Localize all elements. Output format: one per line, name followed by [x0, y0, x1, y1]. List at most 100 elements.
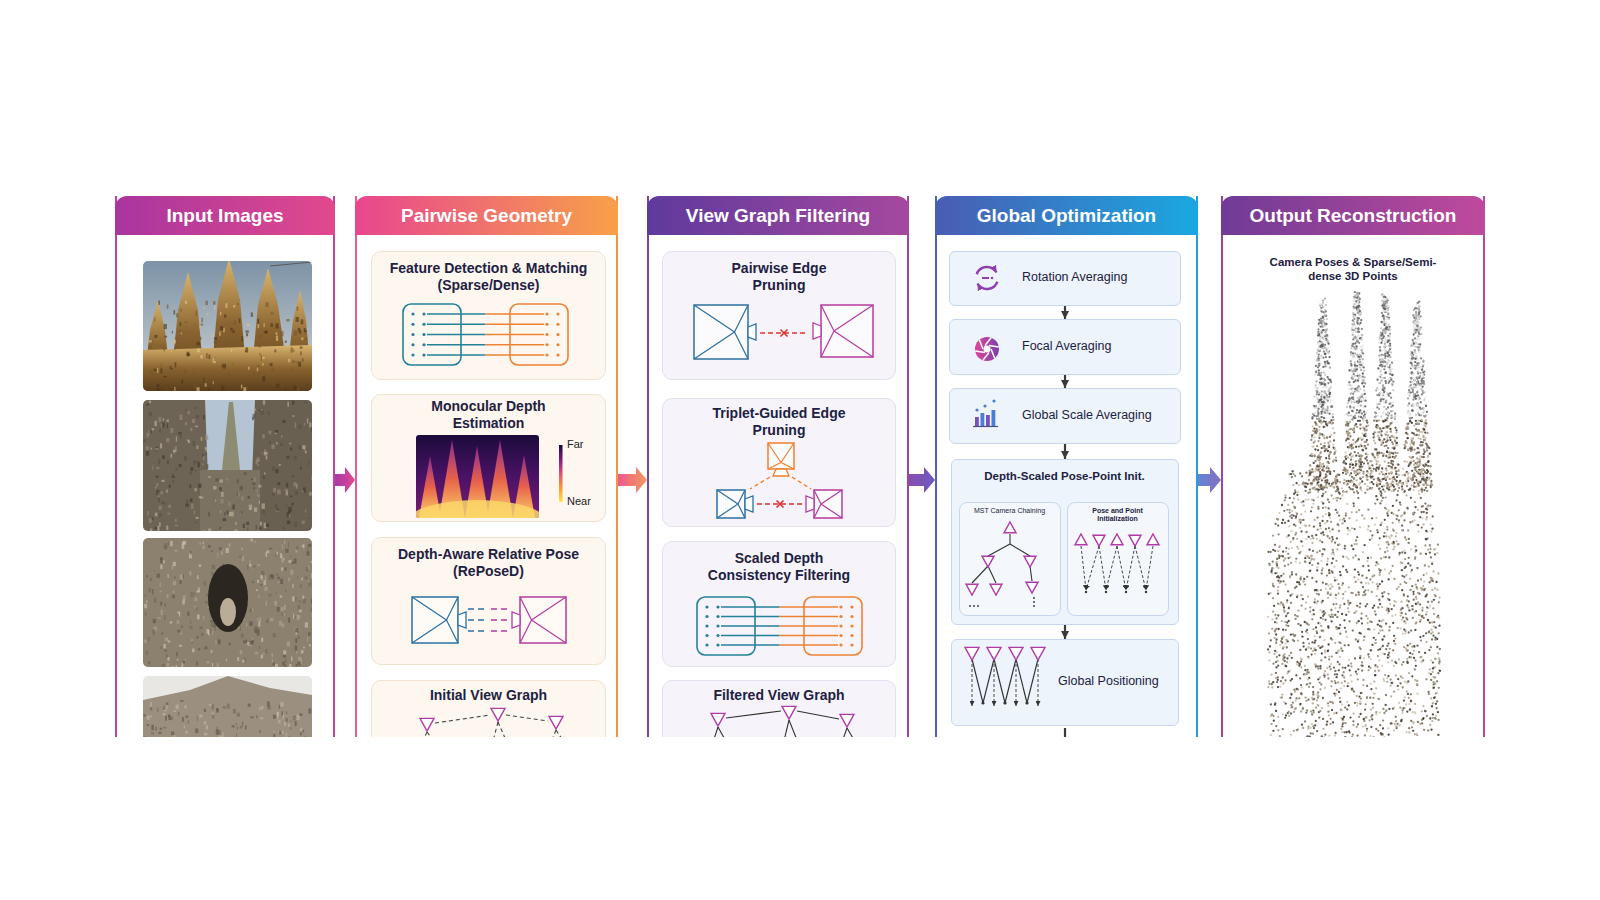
cloud-point — [1313, 462, 1315, 464]
flow-arrow-tail — [1064, 728, 1066, 737]
cloud-point — [1353, 416, 1355, 418]
photo-texture — [297, 307, 299, 312]
cloud-point — [1347, 402, 1349, 404]
cloud-point — [1320, 345, 1322, 347]
photo-texture — [260, 575, 262, 578]
cloud-point — [1324, 353, 1326, 355]
cloud-point — [1318, 359, 1320, 361]
cloud-point — [1317, 413, 1319, 415]
photo-texture — [164, 727, 167, 729]
cloud-point — [1332, 416, 1334, 418]
photo-texture — [287, 456, 290, 459]
cloud-point — [1352, 488, 1354, 490]
photo-texture — [256, 459, 258, 464]
photo-texture — [289, 664, 292, 667]
photo-texture — [290, 448, 292, 450]
photo-texture — [180, 309, 182, 312]
photo-texture — [232, 330, 235, 333]
photo-texture — [212, 715, 214, 719]
cloud-point — [1325, 448, 1327, 450]
cloud-point — [1318, 454, 1320, 456]
cloud-point — [1316, 352, 1318, 354]
photo-texture — [185, 301, 187, 305]
cloud-point — [1334, 479, 1336, 481]
continuation-dot — [969, 605, 971, 607]
photo-texture — [246, 333, 248, 336]
photo-texture — [193, 470, 196, 472]
photo-texture — [184, 370, 187, 374]
photo-texture — [288, 723, 290, 726]
cloud-point — [1359, 354, 1361, 356]
cloud-point — [1356, 479, 1358, 481]
cloud-point — [1347, 423, 1349, 425]
cloud-point — [1354, 297, 1356, 299]
step-label: MST Camera Chaining — [962, 507, 1058, 516]
cloud-point — [1350, 388, 1352, 390]
match-line — [780, 635, 839, 636]
photo-texture — [259, 501, 260, 504]
photo-texture — [285, 590, 286, 592]
cloud-point — [1357, 379, 1359, 381]
cloud-point — [1318, 393, 1320, 395]
photo-texture — [205, 646, 208, 649]
cloud-point — [1336, 486, 1338, 488]
photo-texture — [265, 587, 268, 591]
position-point — [1025, 701, 1028, 704]
camera-rays — [694, 305, 748, 359]
cloud-point — [1347, 433, 1349, 435]
photo-texture — [219, 584, 220, 588]
cloud-point — [1323, 470, 1325, 472]
camera-face — [821, 305, 873, 357]
photo-texture — [206, 464, 208, 469]
photo-texture — [288, 542, 289, 547]
cloud-point — [1318, 419, 1320, 421]
photo-texture — [250, 539, 252, 542]
photo-texture — [163, 710, 167, 712]
photo-texture — [157, 526, 159, 531]
photo-texture — [165, 638, 168, 641]
cloud-point — [1316, 379, 1318, 381]
cloud-point — [1319, 475, 1321, 477]
photo-texture — [296, 484, 297, 489]
cloud-point — [1363, 389, 1365, 391]
cloud-point — [1320, 342, 1322, 344]
photo-texture — [298, 390, 299, 391]
dashed-link — [789, 720, 799, 737]
cloud-point — [1312, 430, 1314, 432]
photo-texture — [181, 625, 183, 628]
dashed-link — [556, 730, 566, 737]
photo-texture — [263, 400, 265, 405]
dashed-link — [468, 630, 488, 631]
cloud-point — [1349, 481, 1351, 483]
cloud-point — [1323, 437, 1325, 439]
cloud-point — [1327, 406, 1329, 408]
cloud-point — [1349, 369, 1351, 371]
camera-triangle — [1093, 535, 1105, 546]
stage-panel: Pairwise GeometryFeature Detection & Mat… — [355, 196, 618, 737]
photo-texture — [223, 367, 225, 370]
photo-texture — [257, 464, 259, 466]
cloud-point — [1343, 469, 1345, 471]
photo-texture — [163, 644, 166, 648]
cloud-point — [1317, 366, 1319, 368]
cloud-point — [1324, 410, 1326, 412]
photo-texture — [264, 323, 265, 327]
cloud-point — [1348, 369, 1350, 371]
photo-texture — [256, 715, 258, 718]
photo-texture — [203, 616, 205, 620]
cloud-point — [1361, 346, 1363, 348]
cloud-point — [1346, 438, 1348, 440]
photo-texture — [304, 402, 307, 404]
photo-texture — [213, 607, 214, 610]
cloud-point — [1324, 426, 1326, 428]
cloud-point — [1350, 462, 1352, 464]
photo-texture — [180, 580, 182, 584]
photo-texture — [279, 464, 281, 466]
photo-texture — [248, 496, 250, 499]
cloud-point — [1326, 412, 1328, 414]
photo-texture — [185, 504, 188, 507]
camera-triangle — [420, 718, 434, 731]
step-label: Depth-Aware Relative Pose (RePoseD) — [389, 546, 589, 580]
photo-texture — [168, 505, 171, 508]
cloud-point — [1324, 386, 1326, 388]
